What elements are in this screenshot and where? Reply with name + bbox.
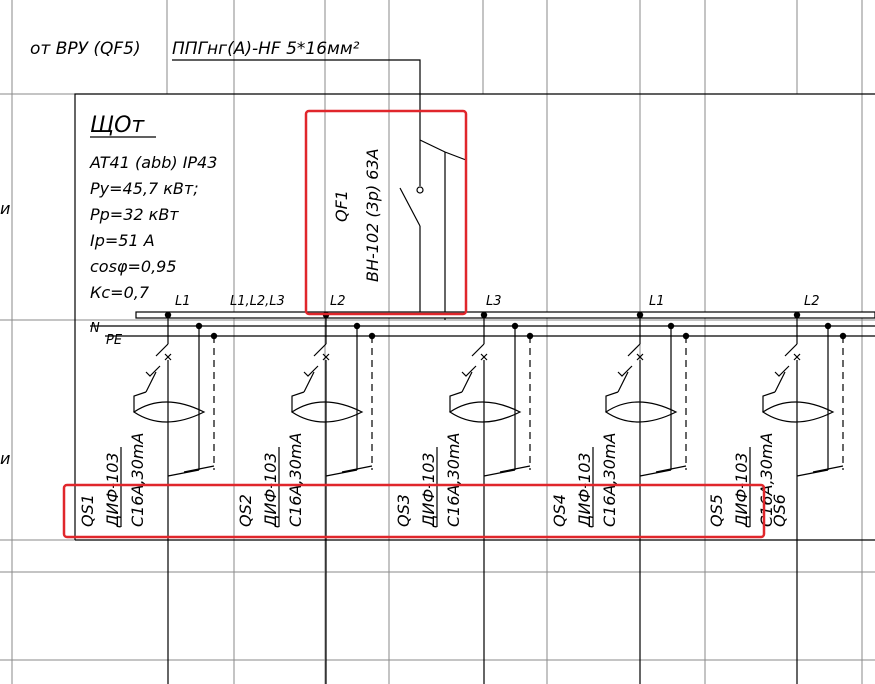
device-label-group: QS4 ДИФ-103 С16А,30mA: [550, 433, 619, 528]
device-rating: С16А,30mA: [600, 433, 619, 527]
device-model: ДИФ-103: [103, 452, 122, 528]
feeder-branch: [761, 311, 847, 684]
edge-mark-lower: и: [0, 449, 10, 468]
feeder-branch: [448, 311, 534, 684]
phase-label: L1,L2,L3: [230, 294, 285, 309]
phase-label: L1: [175, 294, 191, 309]
edge-mark-upper: и: [0, 199, 10, 218]
devices-highlight: [62, 483, 766, 539]
device-model: ДИФ-103: [261, 452, 280, 528]
device-label-group: QS6: [770, 494, 789, 527]
panel-py: Ру=45,7 кВт;: [90, 179, 199, 198]
device-id: QS5: [707, 494, 726, 527]
main-breaker-symbol: [399, 120, 467, 320]
device-label-group: QS3 ДИФ-103 С16А,30mA: [394, 433, 463, 528]
panel-info: ЩОт AT41 (abb) IP43 Ру=45,7 кВт; Рр=32 к…: [89, 113, 217, 302]
bus-pe-label: PE: [106, 333, 123, 348]
feed-wire: [360, 59, 421, 120]
panel-border: [74, 93, 875, 315]
bus-n-label: N: [90, 321, 100, 336]
panel-kc: Кс=0,7: [90, 283, 150, 302]
panel-pp: Рр=32 кВт: [90, 205, 179, 224]
panel-ip: Iр=51 А: [90, 231, 155, 250]
device-model: ДИФ-103: [575, 452, 594, 528]
device-label-group: QS5 ДИФ-103 С16А,30mA: [707, 433, 776, 528]
phase-label: L2: [804, 294, 820, 309]
phase-label: L1: [649, 294, 665, 309]
feeder-branches: [132, 311, 847, 684]
busbar: [90, 311, 875, 337]
device-label-group: QS2 ДИФ-103 С16А,30mA: [236, 433, 305, 528]
phase-label: L2: [330, 294, 346, 309]
device-rating: С16А,30mA: [444, 433, 463, 527]
feeder-branch: [604, 311, 690, 684]
main-breaker-highlight: [304, 109, 468, 316]
panel-model: AT41 (abb) IP43: [89, 153, 217, 172]
main-breaker-designation: QF1: [332, 190, 351, 222]
panel-name: ЩОт: [90, 113, 145, 138]
phase-labels: L1 L1,L2,L3 L2 L3 L1 L2: [175, 294, 820, 309]
feeder-branch: [132, 311, 218, 684]
device-id: QS4: [550, 494, 569, 527]
panel-cos: cosφ=0,95: [90, 257, 177, 276]
device-model: ДИФ-103: [732, 452, 751, 528]
device-rating: С16А,30mA: [757, 433, 776, 527]
feed-cable-label: ППГнг(А)-HF 5*16мм²: [172, 39, 360, 59]
phase-label: L3: [486, 294, 502, 309]
device-id: QS1: [78, 494, 97, 527]
feed-source-label: от ВРУ (QF5): [30, 39, 141, 59]
device-id: QS6: [770, 494, 789, 527]
device-id: QS2: [236, 494, 255, 527]
main-breaker-spec: ВН-102 (3р) 63А: [363, 148, 382, 282]
device-label-group: QS1 ДИФ-103 С16А,30mA: [78, 433, 147, 528]
device-rating: С16А,30mA: [128, 433, 147, 527]
feeder-branch: [290, 311, 376, 684]
device-id: QS3: [394, 494, 413, 527]
device-model: ДИФ-103: [419, 452, 438, 528]
device-rating: С16А,30mA: [286, 433, 305, 527]
